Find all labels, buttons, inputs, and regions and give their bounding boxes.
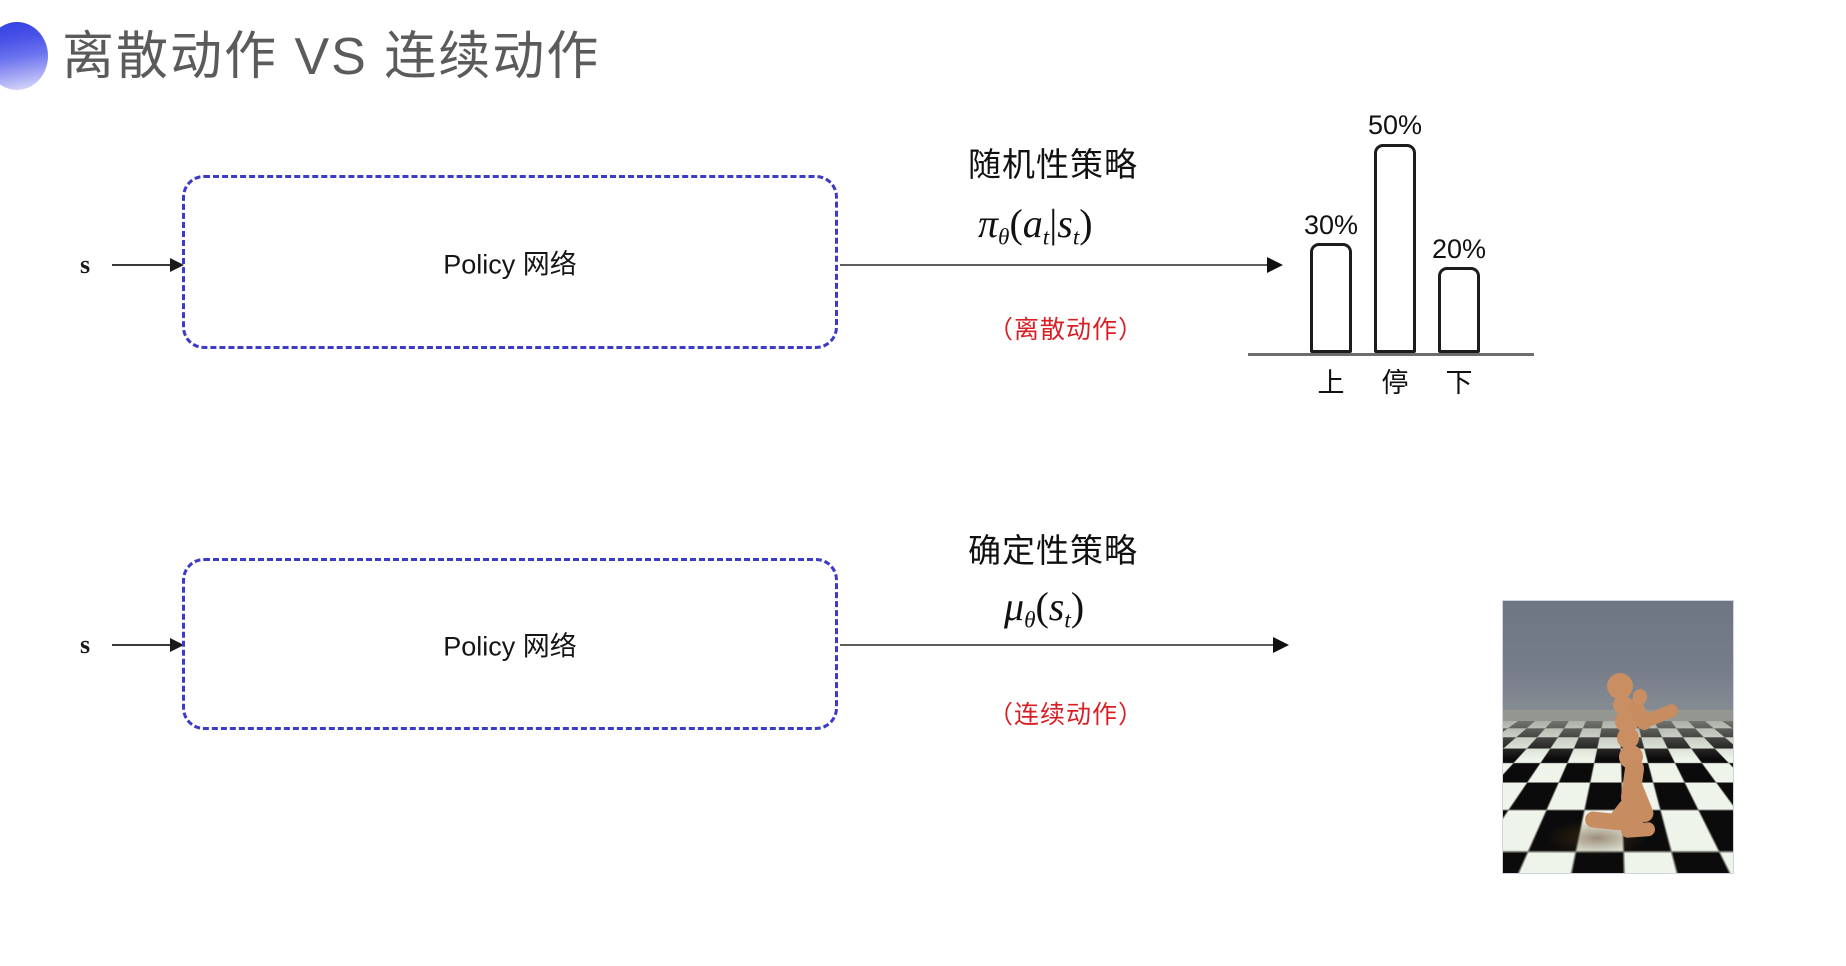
policy-kind-deterministic: 确定性策略 (968, 532, 1138, 569)
bar-value-xia: 20% (1431, 234, 1487, 264)
humanoid-simulation-image (1503, 601, 1733, 873)
bar-category-ting: 停 (1381, 368, 1409, 398)
policy-network-box-discrete[interactable]: Policy 网络 (182, 175, 838, 349)
discrete-action-bar-chart: 30% 上 50% 停 20% 下 (1248, 110, 1534, 398)
input-state-label-continuous: s (80, 630, 91, 659)
humanoid-abdomen (1617, 727, 1639, 749)
output-arrow-discrete (840, 257, 1283, 273)
chart-x-axis (1248, 353, 1534, 356)
policy-kind-stochastic: 随机性策略 (968, 146, 1138, 183)
bar-category-xia: 下 (1445, 368, 1473, 398)
bar-ting (1374, 144, 1416, 353)
humanoid-foot-right (1620, 821, 1656, 839)
half-circle-bullet-icon (0, 22, 48, 90)
policy-network-label-discrete: Policy 网络 (443, 249, 577, 280)
page-title: 离散动作 VS 连续动作 (62, 28, 601, 86)
bar-value-ting: 50% (1367, 110, 1423, 140)
formula-deterministic-policy: μθ(st) (1004, 584, 1085, 634)
policy-network-box-continuous[interactable]: Policy 网络 (182, 558, 838, 730)
action-note-discrete: （离散动作） (988, 316, 1145, 344)
bar-category-shang: 上 (1317, 368, 1345, 398)
policy-network-label-continuous: Policy 网络 (443, 631, 577, 662)
output-arrow-continuous (840, 637, 1289, 653)
bar-value-shang: 30% (1303, 210, 1359, 240)
input-arrow-discrete (112, 258, 184, 272)
humanoid-hand-left (1633, 689, 1647, 705)
input-state-label-discrete: s (80, 250, 91, 279)
input-arrow-continuous (112, 638, 184, 652)
bar-xia (1438, 267, 1480, 353)
formula-stochastic-policy: πθ(at|st) (978, 201, 1093, 251)
humanoid-head (1607, 673, 1633, 699)
bar-shang (1310, 243, 1352, 353)
action-note-continuous: （连续动作） (988, 701, 1145, 729)
